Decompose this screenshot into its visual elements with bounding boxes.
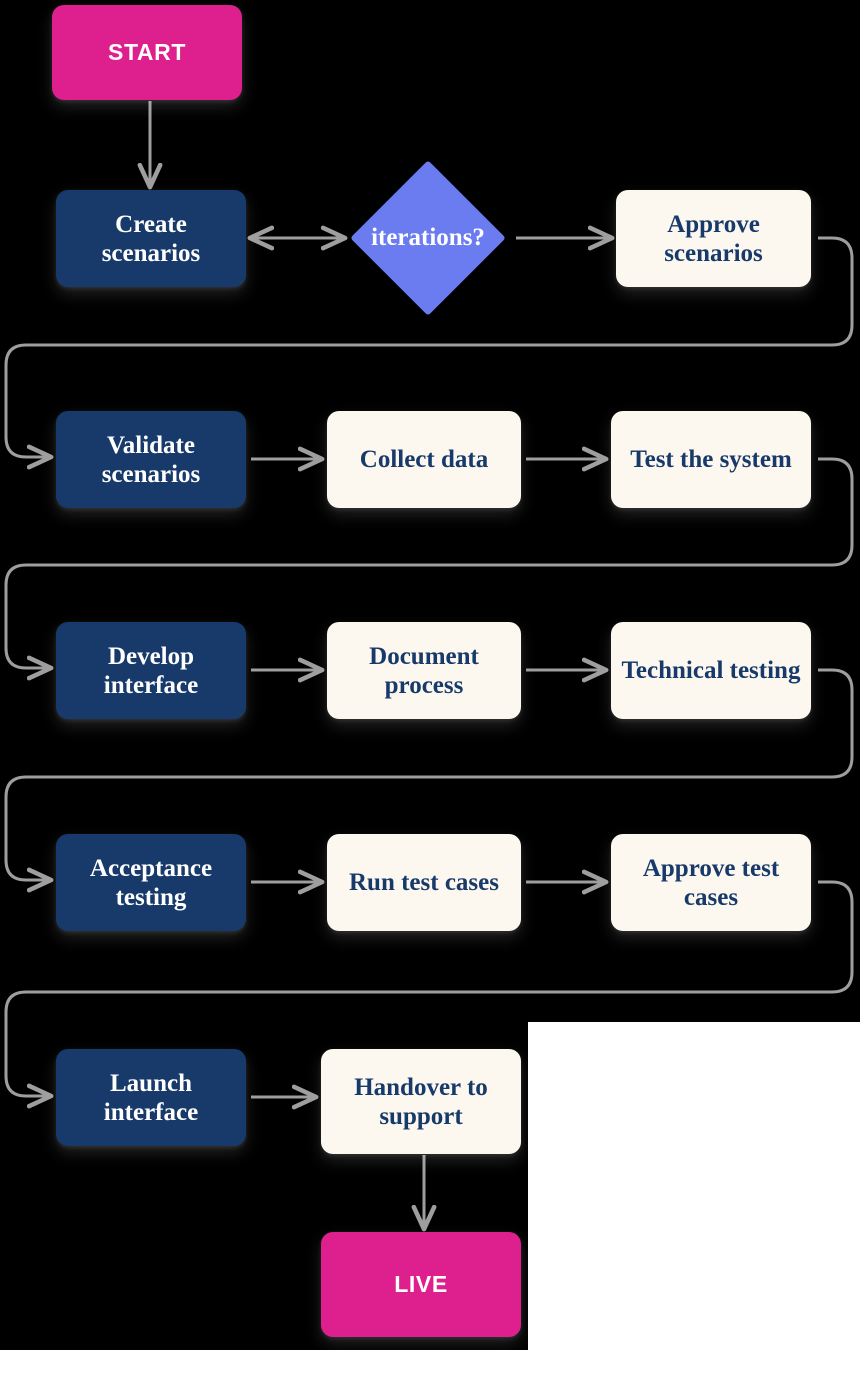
node-technical-testing-label: Technical testing bbox=[621, 657, 801, 684]
node-iterations-decision[interactable]: iterations? bbox=[350, 160, 506, 316]
node-technical-testing[interactable]: Technical testing bbox=[611, 622, 811, 719]
node-iterations-label: iterations? bbox=[371, 224, 485, 251]
node-launch-interface-label: Launch interface bbox=[103, 1069, 199, 1126]
node-live-label: LIVE bbox=[394, 1271, 448, 1298]
node-validate-scenarios[interactable]: Validate scenarios bbox=[56, 411, 246, 508]
node-approve-scenarios[interactable]: Approve scenarios bbox=[616, 190, 811, 287]
node-acceptance-testing[interactable]: Acceptance testing bbox=[56, 834, 246, 931]
node-develop-interface-label: Develop interface bbox=[103, 642, 199, 699]
node-test-the-system-label: Test the system bbox=[630, 446, 792, 473]
edge-wrap-row4-to-row5 bbox=[4, 880, 854, 1096]
node-approve-test-cases[interactable]: Approve test cases bbox=[611, 834, 811, 931]
node-collect-data[interactable]: Collect data bbox=[327, 411, 521, 508]
node-approve-test-cases-label: Approve test cases bbox=[642, 854, 780, 911]
node-launch-interface[interactable]: Launch interface bbox=[56, 1049, 246, 1146]
node-run-test-cases-label: Run test cases bbox=[349, 869, 499, 896]
edge-wrap-row1-to-row2 bbox=[4, 236, 854, 457]
node-create-scenarios[interactable]: Create scenarios bbox=[56, 190, 246, 287]
node-test-the-system[interactable]: Test the system bbox=[611, 411, 811, 508]
node-approve-scenarios-label: Approve scenarios bbox=[664, 210, 763, 267]
node-develop-interface[interactable]: Develop interface bbox=[56, 622, 246, 719]
node-document-process-label: Document process bbox=[369, 642, 479, 699]
node-start[interactable]: START bbox=[52, 5, 242, 100]
node-handover-to-support[interactable]: Handover to support bbox=[321, 1049, 521, 1154]
node-live[interactable]: LIVE bbox=[321, 1232, 521, 1337]
node-run-test-cases[interactable]: Run test cases bbox=[327, 834, 521, 931]
node-validate-scenarios-label: Validate scenarios bbox=[101, 431, 201, 488]
node-handover-to-support-label: Handover to support bbox=[354, 1073, 488, 1130]
node-collect-data-label: Collect data bbox=[359, 446, 489, 473]
edge-wrap-row2-to-row3 bbox=[4, 457, 854, 668]
node-create-scenarios-label: Create scenarios bbox=[101, 210, 201, 267]
node-document-process[interactable]: Document process bbox=[327, 622, 521, 719]
node-start-label: START bbox=[108, 39, 186, 66]
node-acceptance-testing-label: Acceptance testing bbox=[89, 854, 213, 911]
edge-wrap-row3-to-row4 bbox=[4, 668, 854, 880]
